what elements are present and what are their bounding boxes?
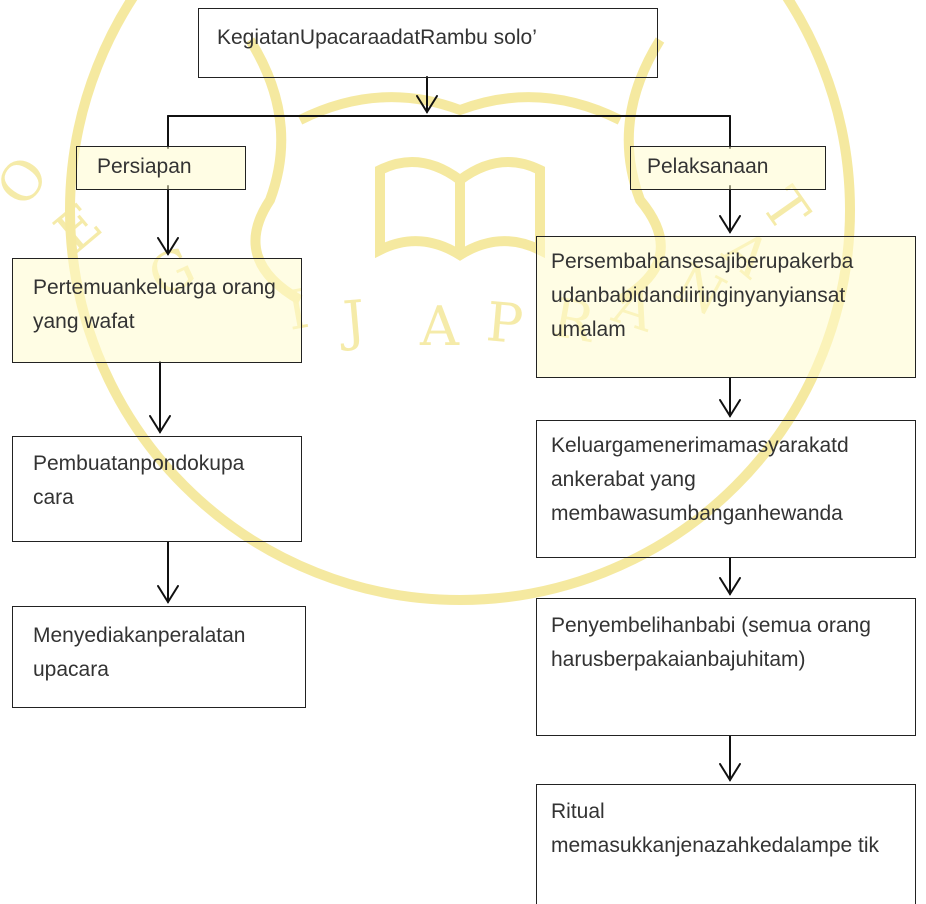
watermark-letter: P: [484, 290, 526, 356]
step-ritual-memasukkan-jenazah: Ritual memasukkanjenazahkedalampe tik: [536, 784, 916, 904]
step-label: Persembahansesajiberupakerba udanbabidan…: [551, 250, 854, 341]
step-label: Menyediakanperalatan upacara: [33, 624, 246, 681]
arrow-head-icon: [416, 95, 438, 114]
arrow-head-icon: [149, 415, 171, 434]
arrow-head-icon: [719, 399, 741, 418]
step-label: Ritual memasukkanjenazahkedalampe tik: [551, 800, 880, 857]
branch-heading-label: Persiapan: [97, 155, 192, 178]
arrow-head-icon: [719, 763, 741, 782]
root-label: KegiatanUpacaraadatRambu solo’: [217, 26, 537, 49]
step-label: Pertemuankeluarga orang yang wafat: [33, 276, 276, 333]
arrow-head-icon: [157, 585, 179, 604]
branch-heading-label: Pelaksanaan: [647, 155, 769, 178]
watermark-letter: A: [419, 295, 460, 358]
arrow-head-icon: [719, 215, 741, 234]
step-persembahan-sesaji: Persembahansesajiberupakerba udanbabidan…: [536, 236, 916, 378]
step-label: Pembuatanpondokupa cara: [33, 452, 245, 509]
root-node: KegiatanUpacaraadatRambu solo’: [198, 8, 658, 78]
step-pembuatan-pondok: Pembuatanpondokupa cara: [12, 436, 302, 542]
step-label: Penyembelihanbabi (semua orang harusberp…: [551, 614, 871, 671]
step-penyembelihan-babi: Penyembelihanbabi (semua orang harusberp…: [536, 598, 916, 736]
step-label: Keluargamenerimamasyarakatd ankerabat ya…: [551, 434, 849, 525]
step-pertemuan-keluarga: Pertemuankeluarga orang yang wafat: [12, 258, 302, 363]
branch-heading-pelaksanaan: Pelaksanaan: [630, 146, 826, 190]
arrow-head-icon: [157, 237, 179, 256]
step-keluarga-menerima: Keluargamenerimamasyarakatd ankerabat ya…: [536, 420, 916, 558]
step-menyediakan-peralatan: Menyediakanperalatan upacara: [12, 606, 306, 708]
arrow-head-icon: [719, 577, 741, 596]
branch-heading-persiapan: Persiapan: [76, 146, 246, 190]
